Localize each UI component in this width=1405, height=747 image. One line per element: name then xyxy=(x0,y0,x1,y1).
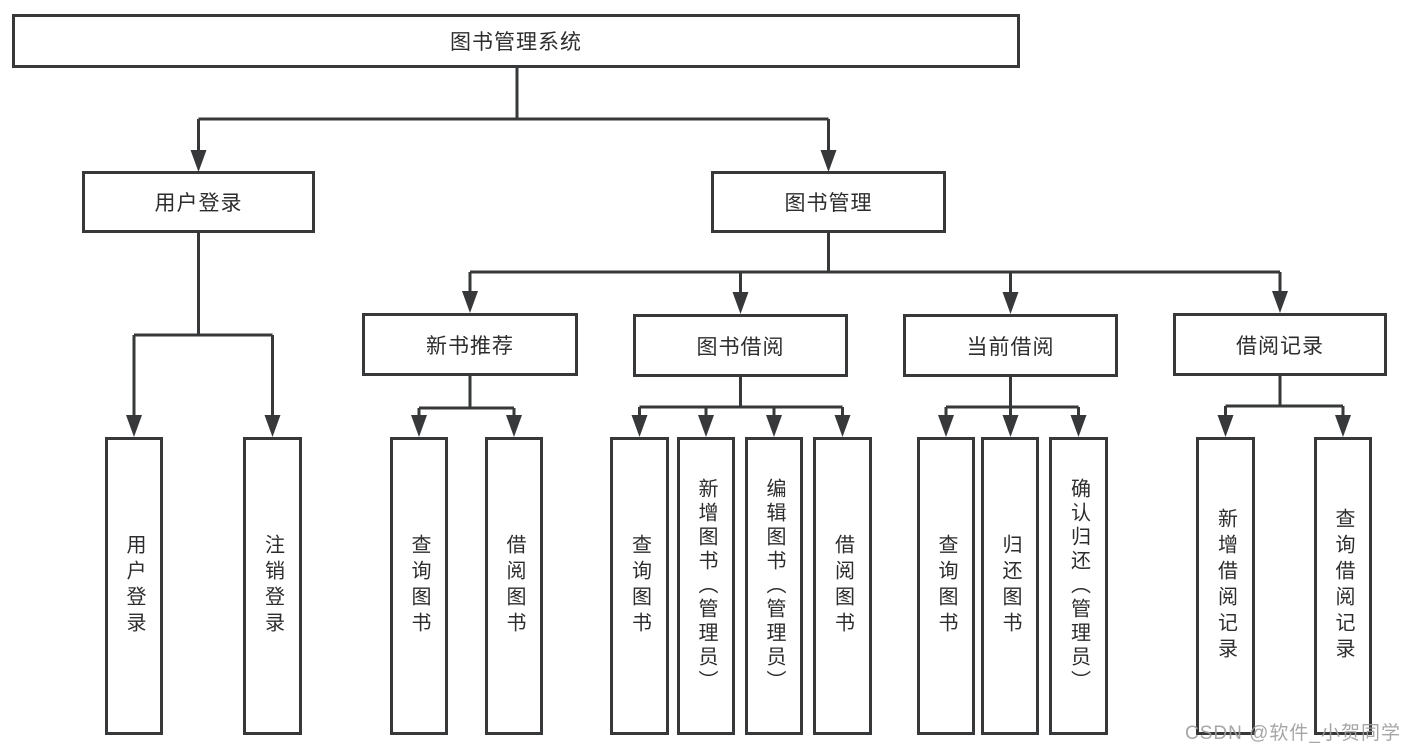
node-login-action-label: 用户登录 xyxy=(123,534,145,638)
node-book-management: 图书管理 xyxy=(711,171,946,233)
node-borrow-edit-books-admin-label: 编辑图书（管理员） xyxy=(763,478,785,694)
connector-current-to-leaves xyxy=(944,377,1080,418)
node-borrow-borrow-books-label: 借阅图书 xyxy=(831,534,854,638)
node-borrow-add-books-admin: 新增图书（管理员） xyxy=(677,437,735,735)
node-borrow-edit-books-admin: 编辑图书（管理员） xyxy=(745,437,803,735)
arrowhead xyxy=(1002,415,1019,437)
node-borrowing-records-label: 借阅记录 xyxy=(1236,334,1324,358)
node-borrowing-records: 借阅记录 xyxy=(1173,313,1387,376)
node-borrow-query-books-label: 查询图书 xyxy=(628,534,651,638)
node-root-label: 图书管理系统 xyxy=(450,31,582,54)
connector-login-to-leaves xyxy=(132,233,274,417)
node-records-query-record: 查询借阅记录 xyxy=(1314,437,1372,735)
node-current-borrowing-label: 当前借阅 xyxy=(966,335,1055,359)
node-current-return-books-label: 归还图书 xyxy=(999,534,1021,638)
node-recommend-borrow-books: 借阅图书 xyxy=(485,437,543,735)
node-records-add-record-label: 新增借阅记录 xyxy=(1214,508,1237,664)
arrowhead xyxy=(506,415,522,437)
connector-recommend-to-leaves xyxy=(417,376,516,418)
node-borrow-borrow-books: 借阅图书 xyxy=(813,437,872,735)
arrowhead xyxy=(1272,291,1288,313)
node-current-return-books: 归还图书 xyxy=(981,437,1039,735)
node-records-query-record-label: 查询借阅记录 xyxy=(1332,508,1354,664)
connector-records-to-leaves xyxy=(1224,376,1345,418)
arrowhead xyxy=(190,150,207,172)
arrowhead xyxy=(1070,415,1087,437)
node-user-login-label: 用户登录 xyxy=(154,192,243,215)
node-user-login: 用户登录 xyxy=(82,171,315,233)
arrowhead xyxy=(631,415,648,437)
node-logout-action: 注销登录 xyxy=(243,437,302,735)
node-current-confirm-return-admin: 确认归还（管理员） xyxy=(1049,437,1108,735)
arrowhead xyxy=(820,150,837,172)
arrowhead xyxy=(938,415,954,437)
node-recommend-query-books: 查询图书 xyxy=(390,437,448,735)
connector-mgmt-to-level3 xyxy=(468,233,1282,295)
arrowhead xyxy=(264,415,281,437)
node-recommend-query-books-label: 查询图书 xyxy=(408,534,430,638)
arrowhead xyxy=(462,291,478,313)
node-logout-action-label: 注销登录 xyxy=(261,534,284,638)
arrowhead xyxy=(411,415,427,437)
arrowhead xyxy=(1217,415,1234,437)
arrowhead xyxy=(698,415,714,437)
node-current-query-books-label: 查询图书 xyxy=(935,534,957,638)
node-root: 图书管理系统 xyxy=(12,14,1020,68)
node-current-query-books: 查询图书 xyxy=(917,437,975,735)
arrowhead xyxy=(732,292,749,314)
arrowhead xyxy=(126,415,142,437)
node-borrow-query-books: 查询图书 xyxy=(610,437,669,735)
arrowhead xyxy=(1002,292,1019,314)
connector-root-to-level2 xyxy=(197,68,830,152)
node-login-action: 用户登录 xyxy=(105,437,163,735)
node-borrow-add-books-admin-label: 新增图书（管理员） xyxy=(695,478,717,694)
node-new-book-recommend: 新书推荐 xyxy=(362,313,578,376)
node-new-book-recommend-label: 新书推荐 xyxy=(426,334,514,358)
csdn-watermark: CSDN @软件_小贺同学 xyxy=(1185,723,1401,744)
node-book-borrowing: 图书借阅 xyxy=(633,314,848,377)
arrowhead xyxy=(766,415,782,437)
node-recommend-borrow-books-label: 借阅图书 xyxy=(503,534,525,638)
arrowhead xyxy=(1335,415,1351,437)
node-book-management-label: 图书管理 xyxy=(784,192,873,215)
node-current-borrowing: 当前借阅 xyxy=(903,314,1118,377)
node-book-borrowing-label: 图书借阅 xyxy=(696,335,785,359)
node-records-add-record: 新增借阅记录 xyxy=(1196,437,1255,735)
arrowhead xyxy=(834,415,851,437)
connector-borrow-to-leaves xyxy=(638,377,844,418)
node-current-confirm-return-admin-label: 确认归还（管理员） xyxy=(1067,478,1090,694)
